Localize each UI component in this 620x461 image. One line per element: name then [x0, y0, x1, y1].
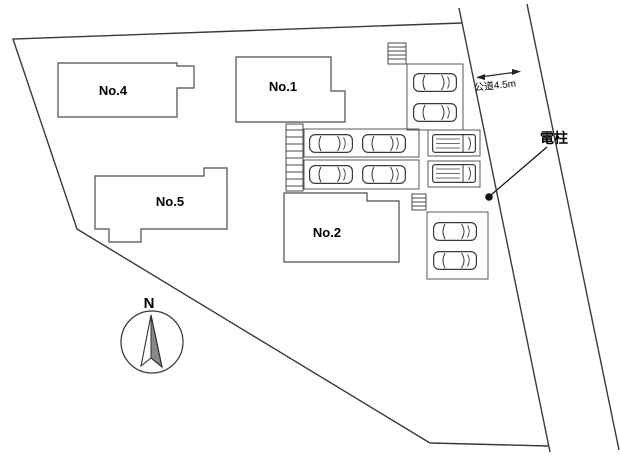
car-icon: [433, 251, 477, 270]
house-no1-outline: [235, 56, 346, 123]
car-icon: [433, 222, 477, 241]
van-icon: [432, 134, 476, 153]
compass: N: [120, 295, 184, 374]
utility-pole-dot: [485, 193, 493, 201]
hatch-strip-middle: [285, 123, 304, 192]
parking-stall-row2-right: [427, 160, 481, 188]
parking-stall-row1-right: [427, 129, 481, 157]
house-no4-outline: [57, 62, 195, 118]
house-no1-label: No.1: [269, 79, 297, 94]
car-icon: [413, 102, 457, 123]
road-width-arrow: [476, 69, 521, 80]
car-icon: [362, 165, 406, 184]
utility-pole-label: 電柱: [540, 130, 568, 146]
house-no4-label: No.4: [99, 83, 128, 98]
parking-stall-no2: [426, 211, 489, 280]
car-icon: [413, 72, 457, 93]
house-no2-outline: [283, 192, 400, 263]
car-icon: [309, 165, 353, 184]
hatch-strip-no2: [411, 193, 427, 211]
car-icon: [362, 134, 406, 153]
road-left-edge: [458, 7, 551, 453]
parking-stall-row1: [303, 128, 420, 158]
van-icon: [432, 164, 476, 183]
road: 公道4.5m: [458, 3, 620, 453]
road-right-edge: [526, 3, 620, 451]
house-no2-label: No.2: [313, 225, 341, 240]
house-no5-outline: [94, 167, 228, 243]
car-icon: [309, 134, 353, 153]
compass-needle: [140, 314, 163, 369]
plot-boundary: [12, 22, 549, 447]
road-width-label: 公道4.5m: [473, 77, 516, 94]
parking-stall-row2: [303, 159, 420, 190]
compass-n-label: N: [144, 295, 155, 312]
compass-circle: [120, 310, 184, 374]
hatch-strip-top: [387, 42, 407, 65]
utility-pole: 電柱: [485, 130, 568, 201]
utility-pole-leader-line: [490, 146, 548, 196]
house-no5-label: No.5: [156, 194, 184, 209]
